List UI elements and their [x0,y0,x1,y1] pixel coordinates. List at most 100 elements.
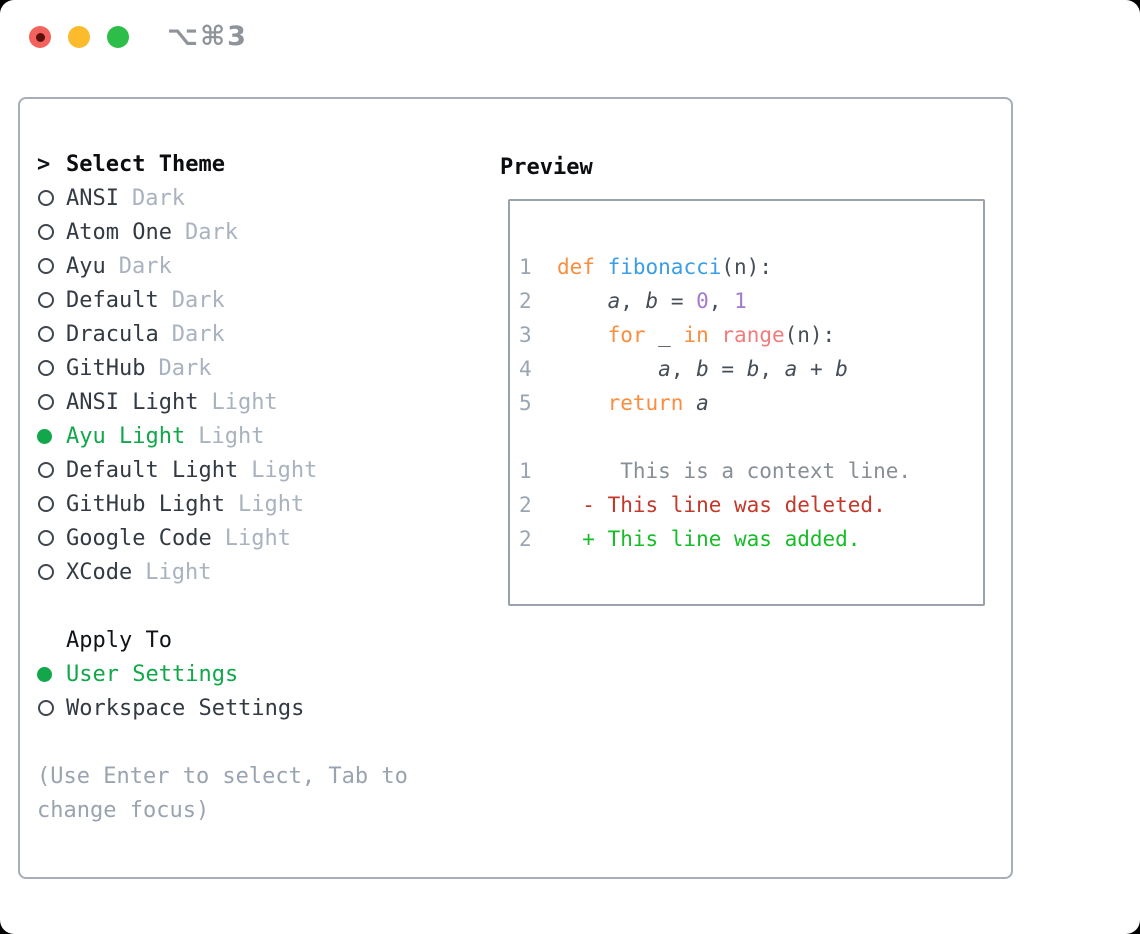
radio-selected-icon [37,428,52,444]
line-number: 2 [519,289,532,313]
code-tokens: a, b = 0, 1 [607,289,747,313]
theme-name: Google Code [66,525,212,551]
line-number: 2 [519,493,532,517]
line-number: 1 [519,255,532,279]
radio-icon [37,394,66,410]
radio-unselected-icon [38,190,54,206]
code-tokens: return a [607,391,709,415]
theme-option-dracula[interactable]: Dracula Dark [37,317,317,351]
code-line: 2 + This line was added. [519,522,983,556]
radio-unselected-icon [38,496,54,512]
radio-icon [37,564,66,580]
code-preview: 1 def fibonacci(n): 2 a, b = 0, 1 3 for _ i… [519,250,983,556]
select-theme-label: Select Theme [66,151,225,177]
window-title: ⌥⌘3 [167,21,248,52]
hint-line: (Use Enter to select, Tab to [37,763,408,789]
code-tokens: a, b = b, a + b [658,357,848,381]
radio-icon [37,190,66,206]
theme-option-ayu-light[interactable]: Ayu Light Light [37,419,317,453]
theme-variant: Light [198,423,265,449]
hint-line: change focus) [37,797,210,823]
line-number: 3 [519,323,532,347]
theme-variant: Dark [171,287,225,313]
radio-unselected-icon [38,700,54,716]
line-number: 5 [519,391,532,415]
minimize-button[interactable] [68,26,90,48]
radio-icon [37,292,66,308]
radio-icon [37,530,66,546]
code-line: 4 a, b = b, a + b [519,352,983,386]
radio-icon [37,462,66,478]
theme-option-ayu[interactable]: Ayu Dark [37,249,317,283]
zoom-button[interactable] [107,26,129,48]
code-line: 1 This is a context line. [519,454,983,488]
theme-variant: Dark [171,321,225,347]
radio-icon [37,428,66,444]
preview-box: 1 def fibonacci(n): 2 a, b = 0, 1 3 for _ i… [508,199,985,606]
apply-option-workspace-settings[interactable]: Workspace Settings [37,691,304,725]
code-line [519,420,983,454]
code-tokens: def fibonacci(n): [557,255,772,279]
theme-option-github[interactable]: GitHub Dark [37,351,317,385]
code-tokens: - This line was deleted. [557,493,886,517]
close-button[interactable] [29,26,51,48]
apply-to-header: Apply To [37,623,304,657]
radio-icon [37,496,66,512]
code-line: 1 def fibonacci(n): [519,250,983,284]
theme-name: XCode [66,559,133,585]
theme-option-ansi-light[interactable]: ANSI Light Light [37,385,317,419]
preview-heading: Preview [500,154,593,180]
line-number: 2 [519,527,532,551]
radio-unselected-icon [38,224,54,240]
code-line: 2 a, b = 0, 1 [519,284,983,318]
theme-name: Dracula [66,321,159,347]
hint-text: (Use Enter to select, Tab to change focus… [37,759,408,827]
apply-option-user-settings[interactable]: User Settings [37,657,304,691]
theme-variant: Dark [184,219,238,245]
theme-name: Ayu [66,253,106,279]
theme-name: ANSI [66,185,119,211]
theme-name: GitHub Light [66,491,225,517]
code-tokens: This is a context line. [557,459,912,483]
theme-name: Ayu Light [66,423,186,449]
radio-unselected-icon [38,360,54,376]
radio-icon [37,258,66,274]
theme-name: ANSI Light [66,389,199,415]
theme-option-google-code[interactable]: Google Code Light [37,521,317,555]
window-titlebar: ⌥⌘3 [0,0,1140,76]
radio-unselected-icon [38,564,54,580]
radio-icon [37,360,66,376]
code-line: 2 - This line was deleted. [519,488,983,522]
radio-icon [37,666,66,682]
theme-name: GitHub [66,355,146,381]
theme-variant: Dark [158,355,212,381]
theme-variant: Light [211,389,278,415]
theme-variant: Dark [118,253,172,279]
radio-unselected-icon [38,258,54,274]
radio-unselected-icon [38,292,54,308]
theme-variant: Dark [131,185,185,211]
radio-selected-icon [37,666,52,682]
prompt-caret-icon: > [37,151,51,177]
line-number: 1 [519,459,532,483]
theme-name: Default Light [66,457,239,483]
theme-option-ansi[interactable]: ANSI Dark [37,181,317,215]
radio-unselected-icon [38,394,54,410]
radio-icon [37,326,66,342]
record-dot-icon [35,32,45,42]
apply-to-label: Apply To [66,627,172,653]
code-line: 5 return a [519,386,983,420]
radio-unselected-icon [38,462,54,478]
code-tokens: + This line was added. [557,527,861,551]
theme-variant: Light [224,525,291,551]
code-tokens: for _ in range(n): [607,323,836,347]
